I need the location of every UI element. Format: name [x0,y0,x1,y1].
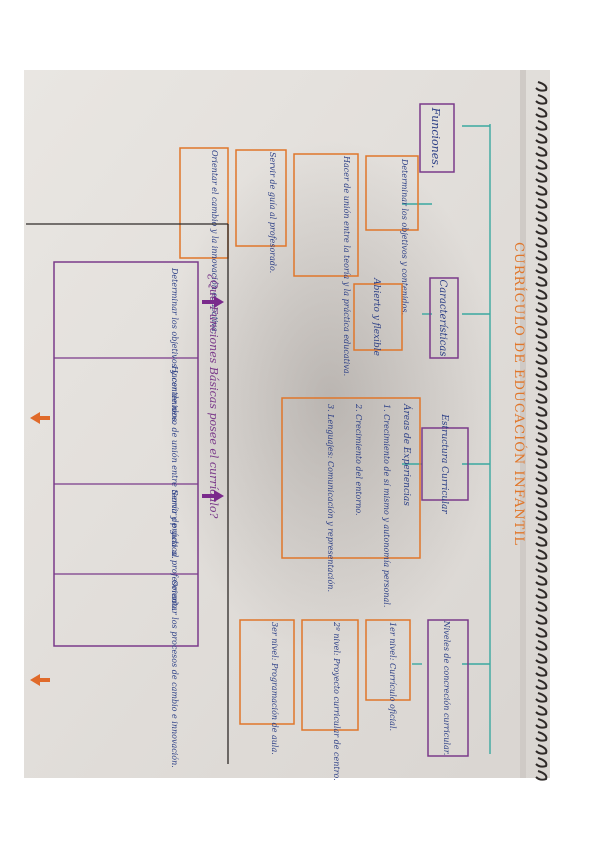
spiral-ring [535,653,548,664]
spiral-ring [535,679,548,690]
caracteristicas-box [429,277,459,359]
question-box-1: Determinar los objetivos y contenidos. [170,267,179,424]
spiral-ring [535,146,548,157]
spiral-ring [535,562,548,573]
niveles-item-2: 2º nivel: Proyecto curricular de centro. [332,621,341,781]
spiral-ring [535,666,548,677]
spiral-ring [535,484,548,495]
spiral-ring [535,731,548,742]
spiral-ring [535,328,548,339]
spiral-ring [535,120,548,131]
question-box-2: Hacer de nexo de unión entre teoría y pr… [170,365,179,559]
spiral-ring [535,497,548,508]
spiral-ring [535,354,548,365]
spiral-ring [535,276,548,287]
caracteristicas-item: Abierto y flexible [371,277,381,356]
spiral-ring [535,640,548,651]
spiral-ring [535,406,548,417]
spiral-ring [535,159,548,170]
spiral-ring [535,185,548,196]
spiral-ring [535,302,548,313]
spiral-ring [535,224,548,235]
spiral-ring [535,770,548,781]
spiral-ring [535,133,548,144]
page-fold [520,70,526,778]
estructura-item-1: 1. Crecimiento de sí mismo y autonomía p… [382,404,391,607]
spiral-ring [535,237,548,248]
spiral-ring [535,445,548,456]
spiral-ring [535,341,548,352]
mindmap: CURRÍCULO DE EDUCACIÓN INFANTIL Funcione… [26,103,528,781]
niveles-item-1: 1er nivel: Currículo oficial. [388,622,397,731]
caracteristicas-item-box [353,283,403,351]
spiral-ring [535,744,548,755]
spiral-ring [535,627,548,638]
spiral-ring [535,510,548,521]
estructura-heading: Áreas de Experiencias [401,403,413,506]
spiral-ring [535,81,548,92]
spiral-ring [535,757,548,768]
spiral-ring [535,94,548,105]
question-arrows [202,296,224,502]
spiral-ring [535,458,548,469]
question-box-3: Servir de guía al profesorado. [170,490,179,611]
spiral-ring [535,523,548,534]
spiral-ring [535,718,548,729]
spiral-ring [535,614,548,625]
spiral-ring [535,393,548,404]
niveles-box [427,619,469,757]
funciones-box [419,103,455,173]
niveles-label: Niveles de concreción curricular. [442,620,451,755]
spiral-ring [535,575,548,586]
estructura-label: Estructura Curricular [439,413,449,514]
spiral-ring [535,289,548,300]
funciones-items: Determinar los objetivos y contenidos. H… [179,147,419,376]
funciones-label: Funciones. [429,107,442,169]
spiral-ring [535,172,548,183]
estructura-item-3: 3. Lenguajes: Comunicación y representac… [326,404,335,592]
niveles-item-2-box [301,619,359,731]
spiral-binding [535,81,548,781]
map-title: CURRÍCULO DE EDUCACIÓN INFANTIL [511,242,528,546]
spiral-ring [535,263,548,274]
caracteristicas-label: Características [437,280,448,357]
spiral-ring [535,250,548,261]
orange-arrows [30,412,50,686]
estructura-item-2: 2. Crecimiento del entorno. [354,403,363,516]
question-title: ¿Qué Funciones Básicas posee el currícul… [207,274,220,519]
funciones-item-4: Orientar el cambio y la innovación educa… [210,150,219,334]
hand-shadow [160,140,500,660]
spiral-ring [535,692,548,703]
estructura-box [421,427,469,501]
spiral-ring [535,380,548,391]
niveles-item-3-box [239,619,295,725]
spiral-ring [535,549,548,560]
spiral-ring [535,588,548,599]
question-box-4: Orientar los procesos de cambio e innova… [170,580,179,768]
question-boxes [53,261,199,647]
spiral-ring [535,471,548,482]
spiral-ring [535,536,548,547]
spiral-ring [535,315,548,326]
connector-lines [402,124,491,754]
estructura-items-box [281,397,421,559]
spiral-ring [535,601,548,612]
spiral-ring [535,107,548,118]
niveles-item-1-box [365,619,411,701]
spiral-ring [535,211,548,222]
funciones-item-1: Determinar los objetivos y contenidos. [400,158,409,315]
funciones-item-3: Servir de guía al profesorado. [268,152,277,273]
spiral-ring [535,705,548,716]
niveles-item-3: 3er nivel: Programación de aula. [270,622,279,755]
spiral-ring [535,198,548,209]
funciones-item-2: Hacer de unión entre la teoría y la prác… [342,155,351,376]
spiral-ring [535,432,548,443]
spiral-ring [535,419,548,430]
spiral-ring [535,367,548,378]
